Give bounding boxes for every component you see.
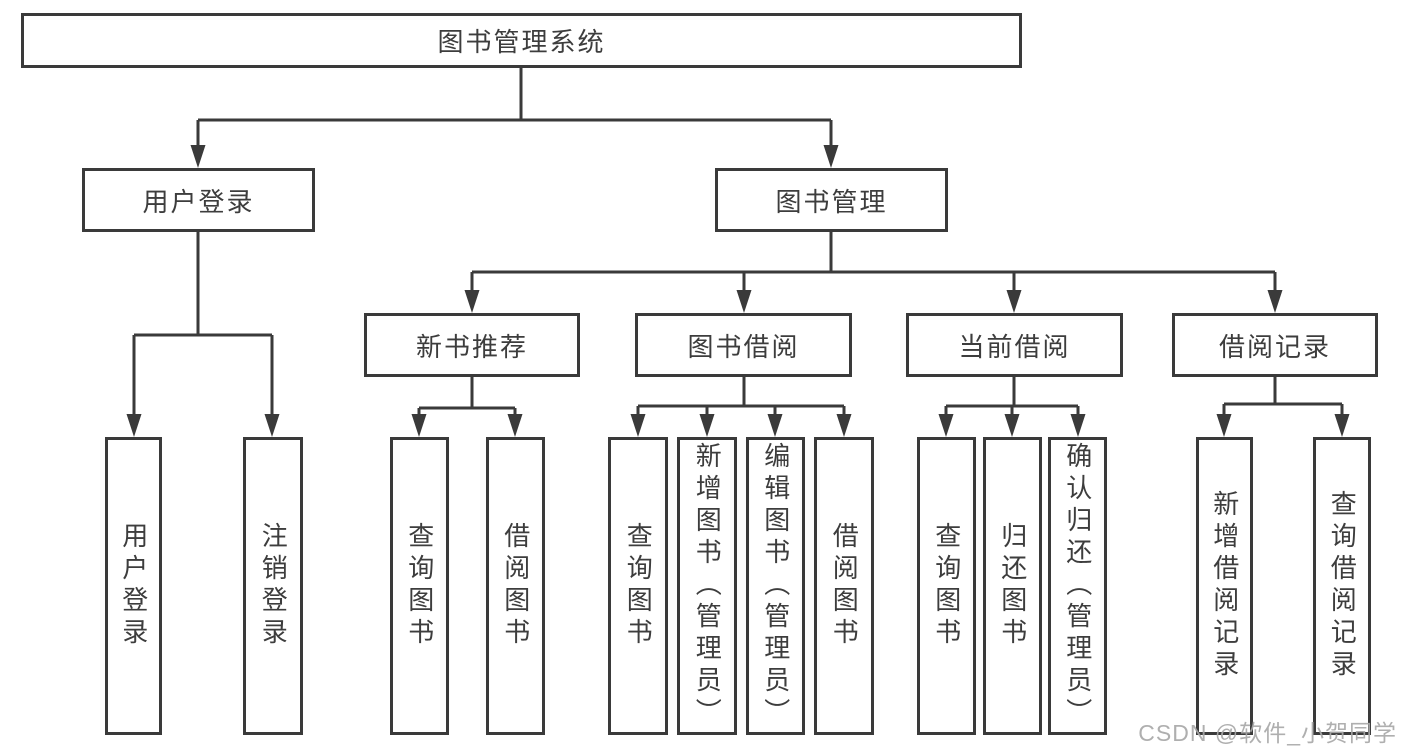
leaf-cb-query-books: 查询图书 [917,437,976,735]
leaf-nb-borrow-books-label: 借阅图书 [500,522,531,650]
leaf-cb-return-books-label: 归还图书 [997,522,1028,650]
node-book-borrowing-label: 图书借阅 [687,331,800,362]
node-root-label: 图书管理系统 [437,27,606,57]
node-book-management: 图书管理 [715,168,948,232]
leaf-bb-add-books-label: 新增图书（管理员） [692,442,723,730]
leaf-cb-query-books-label: 查询图书 [931,522,962,650]
leaf-user-login-label: 用户登录 [118,522,149,650]
leaf-cb-return-books: 归还图书 [983,437,1042,735]
node-user-login-label: 用户登录 [142,186,255,217]
leaf-br-query-record: 查询借阅记录 [1313,437,1371,735]
leaf-bb-edit-books-label: 编辑图书（管理员） [760,442,791,730]
leaf-nb-borrow-books: 借阅图书 [486,437,545,735]
node-root: 图书管理系统 [21,13,1022,68]
leaf-bb-edit-books: 编辑图书（管理员） [746,437,805,735]
node-book-management-label: 图书管理 [775,186,888,217]
node-borrowing-records: 借阅记录 [1172,313,1378,377]
node-new-book-recommend: 新书推荐 [364,313,580,377]
leaf-logout: 注销登录 [243,437,303,735]
node-user-login: 用户登录 [82,168,315,232]
node-current-borrowing: 当前借阅 [906,313,1123,377]
leaf-user-login: 用户登录 [105,437,162,735]
leaf-bb-borrow-books-label: 借阅图书 [829,522,860,650]
node-current-borrowing-label: 当前借阅 [958,331,1071,362]
tree-edges [126,68,1350,437]
leaf-bb-borrow-books: 借阅图书 [814,437,874,735]
leaf-br-query-record-label: 查询借阅记录 [1327,490,1358,682]
node-book-borrowing: 图书借阅 [635,313,852,377]
node-borrowing-records-label: 借阅记录 [1218,331,1331,362]
node-new-book-recommend-label: 新书推荐 [415,331,528,362]
leaf-br-add-record-label: 新增借阅记录 [1209,490,1240,682]
leaf-bb-query-books: 查询图书 [608,437,668,735]
leaf-bb-query-books-label: 查询图书 [623,522,654,650]
leaf-logout-label: 注销登录 [258,522,289,650]
leaf-cb-confirm-return-label: 确认归还（管理员） [1062,442,1093,730]
leaf-cb-confirm-return: 确认归还（管理员） [1048,437,1107,735]
csdn-watermark: CSDN @软件_小贺同学 [1138,720,1397,746]
leaf-nb-query-books: 查询图书 [390,437,449,735]
leaf-nb-query-books-label: 查询图书 [404,522,435,650]
leaf-bb-add-books: 新增图书（管理员） [677,437,737,735]
leaf-br-add-record: 新增借阅记录 [1196,437,1253,735]
